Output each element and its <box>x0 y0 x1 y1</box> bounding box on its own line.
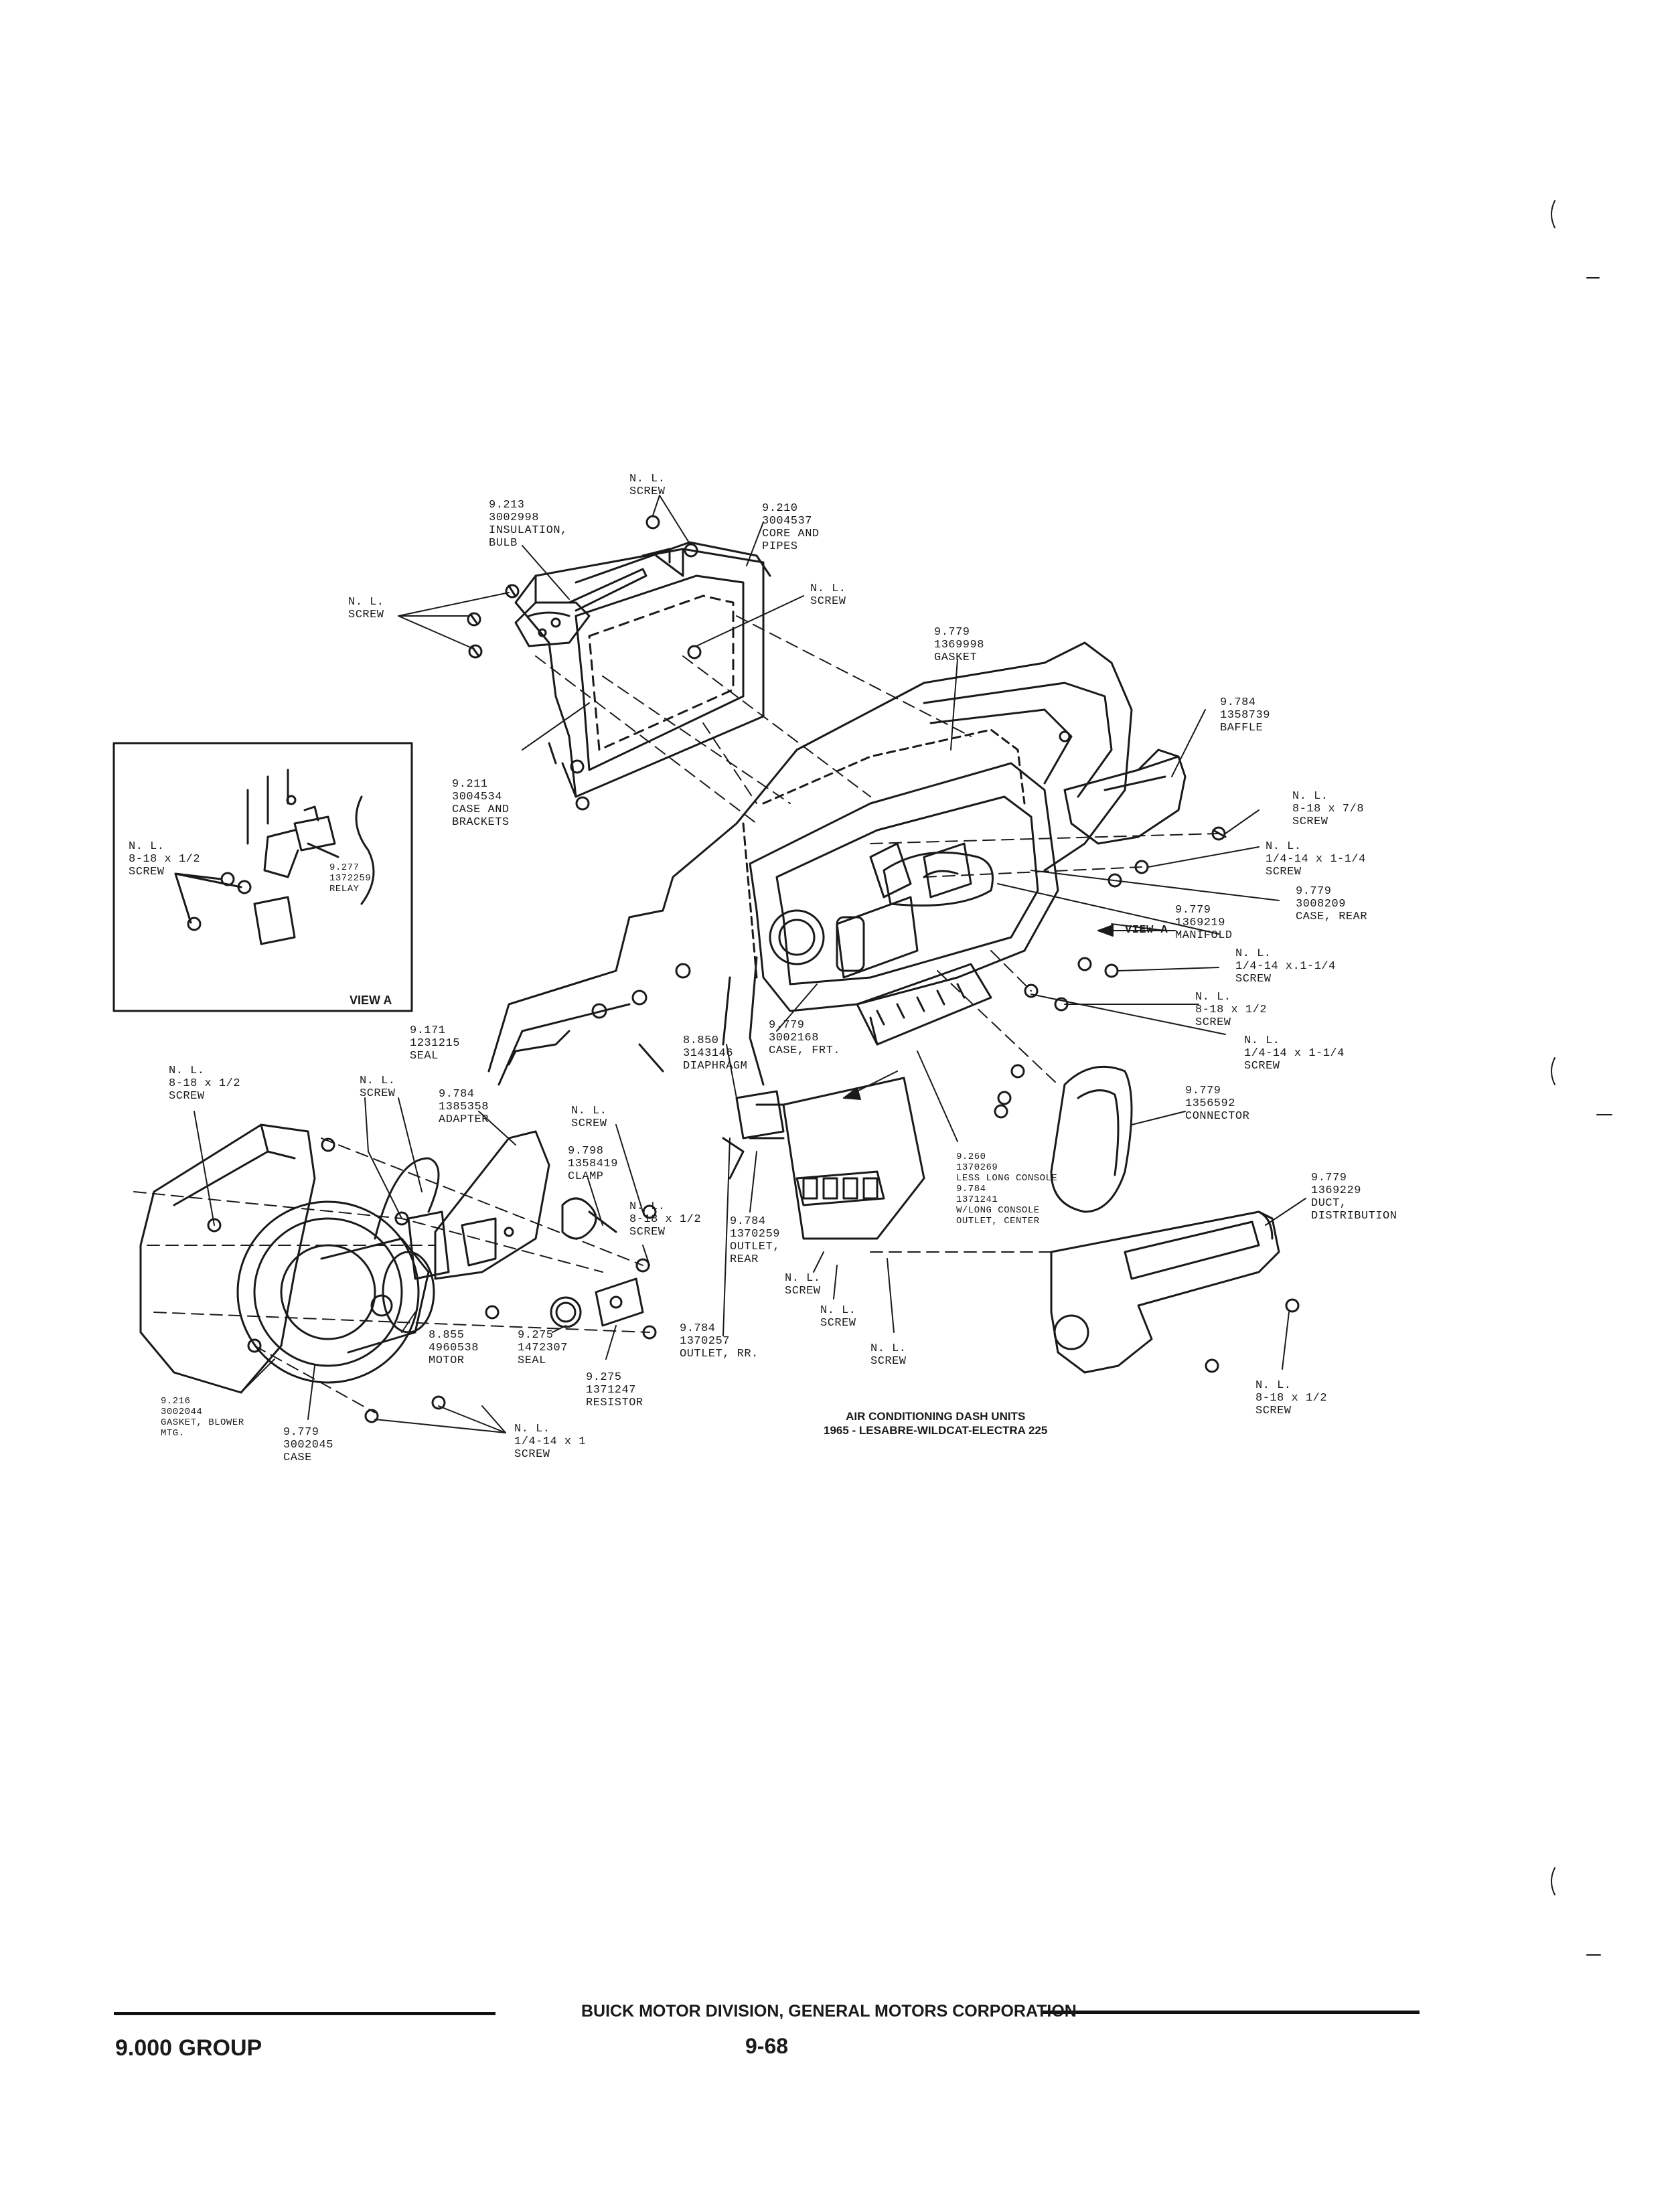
outlet-rear-part <box>749 1077 925 1240</box>
view-a-arrow <box>843 925 1176 1100</box>
inset-view-a-title: VIEW A <box>350 994 392 1007</box>
diagram-caption: AIR CONDITIONING DASH UNITS 1965 - LESAB… <box>824 1409 1047 1437</box>
footer-rule-right <box>1041 2011 1420 2014</box>
screws-upper-left <box>467 515 702 659</box>
gasket-part <box>742 728 1026 979</box>
view-a-pointer-label: VIEW A <box>1125 924 1168 937</box>
case-and-brackets-part <box>514 548 765 811</box>
blower-case-part <box>139 1123 316 1394</box>
screws-right <box>994 826 1227 1119</box>
relay-part <box>246 769 375 945</box>
caption-line-2: 1965 - LESABRE-WILDCAT-ELECTRA 225 <box>824 1424 1048 1437</box>
callout-nl-screw-left: N. L.SCREW <box>348 596 384 621</box>
footer-group: 9.000 GROUP <box>115 2035 262 2061</box>
seal-part <box>550 1296 582 1328</box>
assembly-center-lines <box>133 615 1219 1413</box>
callout-nl-screw-clamp: N. L.SCREW <box>571 1105 607 1130</box>
baffle-part <box>1063 749 1187 845</box>
callout-nl-screw-c1: N. L.SCREW <box>785 1272 821 1297</box>
leader-lines <box>194 495 1306 1433</box>
dash-panel <box>487 641 1133 1086</box>
scan-marks <box>1551 200 1612 1956</box>
view-a-inset-frame <box>112 742 413 1012</box>
callout-nl-screw-c3: N. L.SCREW <box>870 1342 907 1368</box>
clamp-part <box>561 1197 617 1240</box>
insulation-bulb-part <box>514 568 647 647</box>
manifold-part <box>883 851 994 907</box>
distribution-duct-part <box>1050 1210 1280 1374</box>
connector-part <box>1050 1065 1133 1213</box>
evaporator-case-front <box>749 762 1059 1012</box>
callout-nl-screw-top: N. L.SCREW <box>629 473 666 498</box>
core-and-pipes-part <box>575 541 771 584</box>
screws-blower <box>207 1137 1300 1423</box>
caption-line-1: AIR CONDITIONING DASH UNITS <box>846 1410 1026 1423</box>
footer-page-number: 9-68 <box>745 2034 789 2058</box>
callout-nl-screw-seal: N. L.SCREW <box>360 1075 396 1100</box>
inset-screws <box>174 842 339 931</box>
footer-rule-left <box>114 2012 495 2015</box>
footer-division: BUICK MOTOR DIVISION, GENERAL MOTORS COR… <box>581 2002 1077 2021</box>
callout-nl-screw-mid: N. L.SCREW <box>810 582 846 608</box>
blower-motor-part <box>236 1157 440 1384</box>
resistor-part <box>595 1277 644 1327</box>
outlet-center-part <box>856 963 992 1046</box>
adapter-part <box>407 1130 550 1280</box>
callout-nl-screw-c2: N. L.SCREW <box>820 1304 856 1330</box>
